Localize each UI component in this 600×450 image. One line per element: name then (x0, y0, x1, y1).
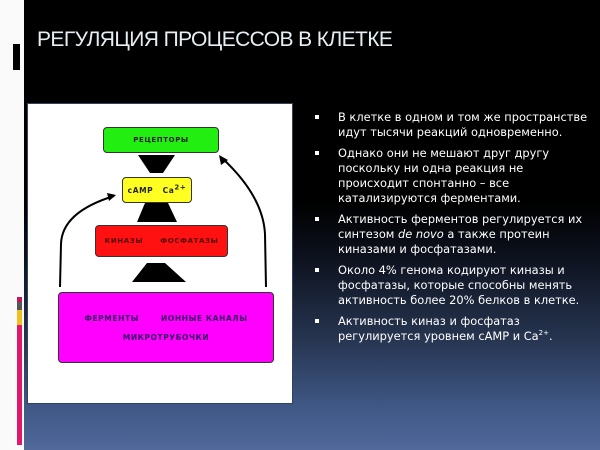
bullet-icon (315, 115, 319, 119)
bullet-icon (315, 319, 319, 323)
left-arrow-path (59, 195, 115, 288)
microtubules-label: МИКРОТРУБОЧКИ (122, 332, 210, 342)
left-arrow-head (107, 193, 116, 201)
diagram-connectors (59, 155, 267, 288)
bullet-list: В клетке в одном и том же пространстве и… (312, 110, 592, 350)
bullet-item: Активность киназ и фосфатаз регулируется… (312, 314, 592, 344)
right-arrow-path (221, 157, 267, 288)
color-bar-segment-pink (17, 325, 22, 445)
calcium-label: Ca2+ (162, 183, 187, 195)
margin-marker (13, 44, 20, 70)
color-bar-segment-yellow (17, 310, 22, 325)
color-bar-segment-pink-top (17, 297, 22, 302)
receptors-box: РЕЦЕПТОРЫ (103, 127, 219, 153)
left-margin-strip (0, 0, 24, 450)
funnel-shape-1 (138, 155, 175, 173)
slide-title: РЕГУЛЯЦИЯ ПРОЦЕССОВ В КЛЕТКЕ (37, 28, 393, 51)
bullet-item: Активность ферментов регулируется их син… (312, 212, 592, 257)
targets-box: ФЕРМЕНТЫ ИОННЫЕ КАНАЛЫ МИКРОТРУБОЧКИ (58, 292, 274, 363)
kinases-phosphatases-box: КИНАЗЫ ФОСФАТАЗЫ (95, 225, 228, 257)
enzymes-label: ФЕРМЕНТЫ (84, 313, 140, 323)
ion-channels-label: ИОННЫЕ КАНАЛЫ (161, 313, 248, 323)
right-arrow-head (219, 155, 228, 165)
bullet-icon (315, 151, 319, 155)
receptors-label: РЕЦЕПТОРЫ (133, 136, 189, 144)
bullet-icon (315, 268, 319, 272)
color-bar-segment-gray (17, 302, 22, 310)
bullet-item: В клетке в одном и том же пространстве и… (312, 110, 592, 140)
bullet-item: Однако они не мешают друг другу поскольк… (312, 146, 592, 206)
bullet-item: Около 4% генома кодируют киназы и фосфат… (312, 263, 592, 308)
bullet-icon (315, 217, 319, 221)
phosphatases-label: ФОСФАТАЗЫ (160, 237, 219, 245)
camp-label: cAMP (127, 185, 154, 195)
kinases-label: КИНАЗЫ (104, 237, 144, 245)
second-messengers-box: cAMP Ca2+ (122, 177, 192, 203)
funnel-shape-3 (132, 263, 186, 282)
regulation-diagram: РЕЦЕПТОРЫ cAMP Ca2+ КИНАЗЫ ФОСФАТАЗЫ ФЕР… (28, 104, 292, 403)
funnel-shape-2 (137, 203, 177, 222)
